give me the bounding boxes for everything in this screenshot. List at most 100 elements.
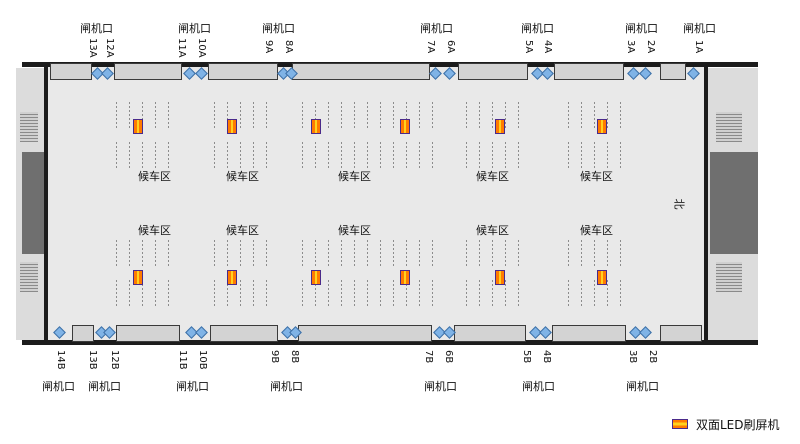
led-screen-icon <box>400 270 410 285</box>
gate-number: 7A <box>425 40 436 54</box>
east-wall <box>704 65 708 343</box>
south-wall <box>22 340 758 345</box>
seat-group <box>208 140 272 170</box>
gate-number: 12A <box>104 38 115 58</box>
platform-block <box>50 63 92 80</box>
gate-number: 2B <box>647 350 658 364</box>
platform-block <box>114 63 182 80</box>
gate-number: 13A <box>87 38 98 58</box>
platform-block <box>210 325 278 342</box>
platform-block <box>458 63 528 80</box>
gate-caption: 闸机口 <box>88 380 121 393</box>
east-corridor <box>710 152 758 254</box>
seat-group <box>296 238 436 268</box>
gate-number: 4A <box>542 40 553 54</box>
led-screen-icon <box>597 119 607 134</box>
gate-number: 8A <box>283 40 294 54</box>
seat-group <box>208 100 272 130</box>
seat-group <box>110 140 174 170</box>
gate-icon <box>640 327 650 337</box>
gate-icon <box>54 327 64 337</box>
east-stairs-south <box>716 262 742 292</box>
gate-number: 10A <box>196 38 207 58</box>
seat-group <box>562 100 626 130</box>
gate-number: 2A <box>645 40 656 54</box>
gate-caption: 闸机口 <box>521 22 554 35</box>
gate-caption: 闸机口 <box>626 380 659 393</box>
gate-icon <box>542 68 552 78</box>
platform-block <box>292 63 430 80</box>
west-stairs-north <box>20 112 38 142</box>
gate-number: 1A <box>693 40 704 54</box>
gate-icon <box>196 327 206 337</box>
gate-icon <box>290 327 300 337</box>
platform-block <box>72 325 94 342</box>
gate-caption: 闸机口 <box>625 22 658 35</box>
west-wall <box>44 65 48 343</box>
gate-icon <box>184 68 194 78</box>
seat-group <box>460 100 524 130</box>
seat-group <box>460 278 524 308</box>
gate-number: 7B <box>423 350 434 364</box>
gate-number: 13B <box>87 350 98 370</box>
gate-number: 6A <box>445 40 456 54</box>
platform-block <box>454 325 526 342</box>
seat-group <box>110 238 174 268</box>
gate-caption: 闸机口 <box>683 22 716 35</box>
gate-icon <box>104 327 114 337</box>
waiting-zone-label: 候车区 <box>226 224 259 237</box>
waiting-zone-label: 候车区 <box>476 224 509 237</box>
gate-icon <box>444 68 454 78</box>
seat-group <box>562 140 626 170</box>
legend-label: 双面LED刷屏机 <box>696 418 780 432</box>
east-stairs-north <box>716 112 742 142</box>
gate-number: 8B <box>289 350 300 364</box>
led-screen-legend-icon <box>672 419 688 429</box>
waiting-zone-label: 候车区 <box>580 170 613 183</box>
gate-icon <box>640 68 650 78</box>
led-screen-icon <box>597 270 607 285</box>
gate-number: 9A <box>263 40 274 54</box>
waiting-zone-label: 候车区 <box>476 170 509 183</box>
gate-icon <box>286 68 296 78</box>
platform-block <box>554 63 624 80</box>
platform-block <box>298 325 432 342</box>
seat-group <box>208 278 272 308</box>
led-screen-icon <box>495 119 505 134</box>
waiting-zone-label: 候车区 <box>138 224 171 237</box>
gate-icon <box>540 327 550 337</box>
led-screen-icon <box>400 119 410 134</box>
platform-block <box>208 63 278 80</box>
gate-number: 11A <box>176 38 187 58</box>
seat-group <box>296 140 436 170</box>
gate-caption: 闸机口 <box>42 380 75 393</box>
waiting-zone-label: 候车区 <box>338 170 371 183</box>
gate-number: 6B <box>443 350 454 364</box>
gate-caption: 闸机口 <box>522 380 555 393</box>
seat-group <box>208 238 272 268</box>
led-screen-icon <box>311 119 321 134</box>
seat-group <box>562 238 626 268</box>
gate-icon <box>430 68 440 78</box>
led-screen-icon <box>495 270 505 285</box>
gate-caption: 闸机口 <box>176 380 209 393</box>
gate-icon <box>688 68 698 78</box>
gate-icon <box>628 68 638 78</box>
gate-number: 3A <box>625 40 636 54</box>
waiting-zone-label: 候车区 <box>226 170 259 183</box>
gate-number: 5A <box>523 40 534 54</box>
gate-icon <box>444 327 454 337</box>
gate-icon <box>196 68 206 78</box>
platform-block <box>660 63 686 80</box>
gate-caption: 闸机口 <box>178 22 211 35</box>
gate-caption: 闸机口 <box>80 22 113 35</box>
seat-group <box>562 278 626 308</box>
gate-number: 14B <box>55 350 66 370</box>
seat-group <box>460 238 524 268</box>
waiting-zone-label: 候车区 <box>580 224 613 237</box>
gate-number: 9B <box>269 350 280 364</box>
gate-caption: 闸机口 <box>420 22 453 35</box>
gate-number: 11B <box>177 350 188 370</box>
led-screen-icon <box>227 119 237 134</box>
led-screen-icon <box>133 119 143 134</box>
